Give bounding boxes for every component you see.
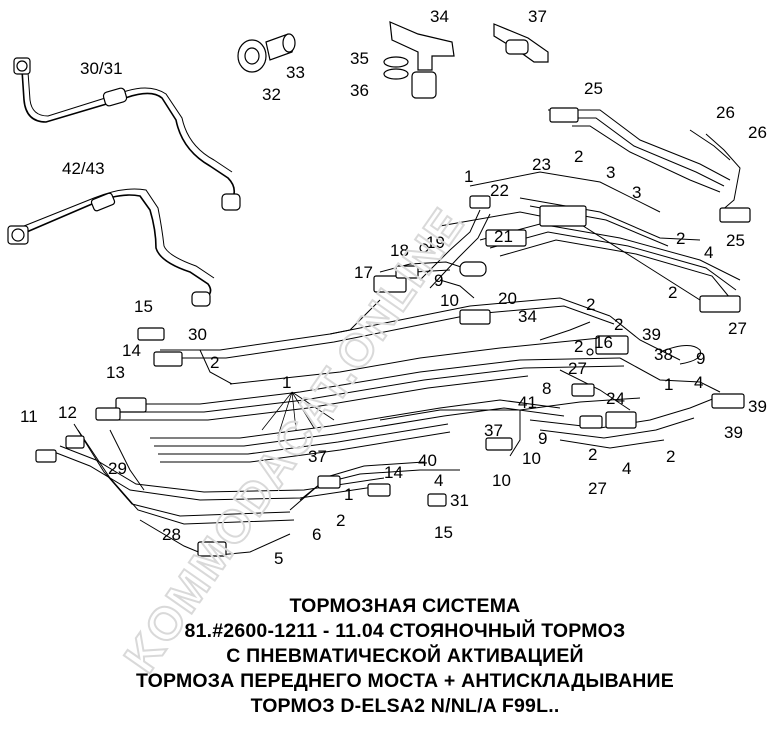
callout-30-31: 30/31 [80,59,123,78]
callout-37-top: 37 [528,7,547,26]
callout-39-b: 39 [748,397,767,416]
callout-2-g: 2 [588,445,597,464]
callout-35: 35 [350,49,369,68]
caption-line-1: ТОРМОЗНАЯ СИСТЕМА [289,595,521,617]
callout-4-d: 4 [434,471,443,490]
callout-4-b: 4 [694,373,703,392]
callout-38: 38 [654,345,673,364]
callout-5: 5 [274,549,283,568]
callout-42-43: 42/43 [62,159,105,178]
callout-39-c: 39 [724,423,743,442]
callout-25-b: 25 [726,231,745,250]
callout-36: 36 [350,81,369,100]
callout-26-b: 26 [748,123,767,142]
callout-37-c: 37 [308,447,327,466]
callout-3-b: 3 [632,183,641,202]
callout-9-b: 9 [696,349,705,368]
callout-3-a: 3 [606,163,615,182]
callout-11: 11 [20,407,38,426]
callout-labels: 30/31 42/43 32 33 34 35 36 37 25 26 26 2… [20,7,767,568]
callout-2-h: 2 [666,447,675,466]
callout-39-a: 39 [642,325,661,344]
hose-30-31 [13,57,241,211]
callout-1-b: 1 [282,373,291,392]
callout-40: 40 [418,451,437,470]
callout-24: 24 [606,389,625,408]
callout-4-a: 4 [704,243,713,262]
callout-19: 19 [426,233,445,252]
callout-10-a: 10 [440,291,459,310]
callout-26-a: 26 [716,103,735,122]
callout-9-a: 9 [434,271,443,290]
callout-1-d: 1 [344,485,353,504]
callout-16: 16 [594,333,613,352]
callout-27-a: 27 [728,319,747,338]
callout-34-b: 34 [518,307,537,326]
caption-line-5: ТОРМОЗ D-ELSA2 N/NL/A F99L.. [250,695,560,717]
callout-25-top: 25 [584,79,603,98]
callout-18: 18 [390,241,409,260]
callout-12: 12 [58,403,77,422]
elbow-fitting-37 [493,23,549,63]
callout-2-e: 2 [210,353,219,372]
tee-fitting-34 [383,21,455,99]
callout-2-d: 2 [586,295,595,314]
caption-line-3: С ПНЕВМАТИЧЕСКОЙ АКТИВАЦИЕЙ [226,645,584,667]
caption-line-4: ТОРМОЗА ПЕРЕДНЕГО МОСТА + АНТИСКЛАДЫВАНИ… [136,670,674,692]
callout-23: 23 [532,155,551,174]
callout-17: 17 [354,263,373,282]
brake-system-diagram: 30/31 42/43 32 33 34 35 36 37 25 26 26 2… [7,7,767,568]
callout-6: 6 [312,525,321,544]
callout-14-b: 14 [384,463,403,482]
callout-8: 8 [542,379,551,398]
callout-21: 21 [494,227,513,246]
callout-15-b: 15 [434,523,453,542]
callout-29: 29 [108,459,127,478]
callout-15-a: 15 [134,297,153,316]
callout-14-a: 14 [122,341,141,360]
callout-1-a: 1 [464,167,473,186]
callout-10-c: 10 [492,471,511,490]
callout-2-a: 2 [574,147,583,166]
callout-27-b: 27 [568,359,587,378]
callout-28: 28 [162,525,181,544]
callout-20: 20 [498,289,517,308]
callout-9-c: 9 [538,429,547,448]
callout-34: 34 [430,7,449,26]
callout-32: 32 [262,85,281,104]
callout-41: 41 [518,393,537,412]
callout-27-c: 27 [588,479,607,498]
callout-37-b: 37 [484,421,503,440]
callout-22: 22 [490,181,509,200]
diagram-caption: ТОРМОЗНАЯ СИСТЕМА 81.#2600-1211 - 11.04 … [60,594,750,719]
hose-42-43 [7,188,215,307]
caption-line-2: 81.#2600-1211 - 11.04 СТОЯНОЧНЫЙ ТОРМОЗ [184,620,626,642]
callout-2-i: 2 [336,511,345,530]
components [35,107,751,557]
callout-1-c: 1 [664,375,673,394]
callout-2-f: 2 [574,337,583,356]
callout-30: 30 [188,325,207,344]
callout-10-b: 10 [522,449,541,468]
callout-2-b: 2 [676,229,685,248]
callout-2-f-top: 2 [614,315,623,334]
callout-31: 31 [450,491,469,510]
callout-33: 33 [286,63,305,82]
callout-4-c: 4 [622,459,631,478]
leader-lines-item-1 [261,391,335,437]
callout-13: 13 [106,363,125,382]
callout-2-c: 2 [668,283,677,302]
fittings-32-33 [237,33,296,73]
